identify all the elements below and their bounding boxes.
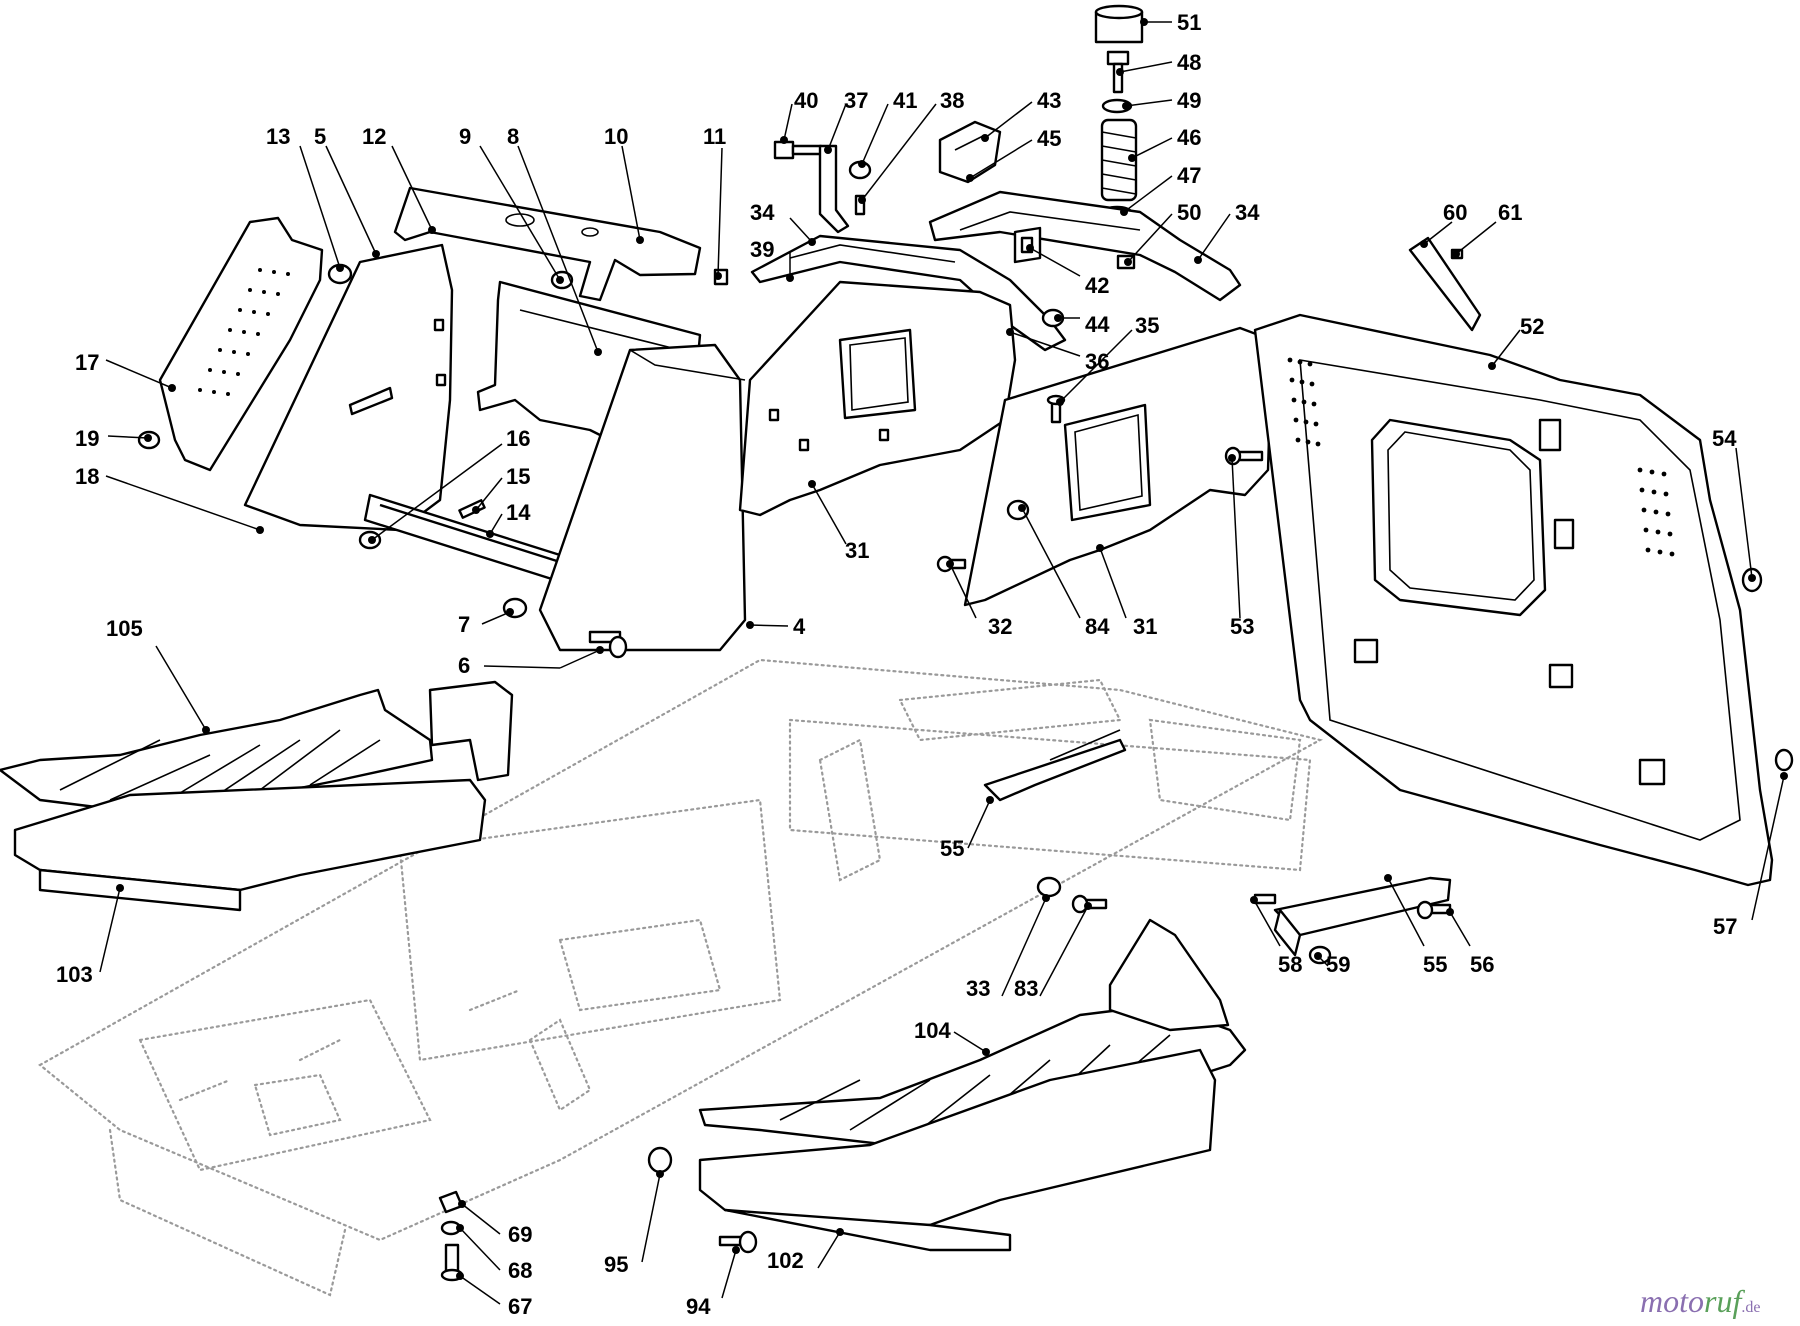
callout-103: 103: [56, 962, 93, 987]
callout-56: 56: [1470, 952, 1494, 977]
perforation-pattern: [198, 268, 290, 396]
callout-95: 95: [604, 1252, 628, 1277]
seat-support-group: [358, 186, 747, 659]
callout-102: 102: [767, 1248, 804, 1273]
callout-83: 83: [1014, 976, 1038, 1001]
watermark-suffix: .de: [1741, 1299, 1760, 1316]
callout-67: 67: [508, 1294, 532, 1319]
callout-51: 51: [1177, 10, 1201, 35]
callout-105: 105: [106, 616, 143, 641]
callout-46: 46: [1177, 125, 1201, 150]
vent-grille-right: [1637, 467, 1675, 557]
callout-53: 53: [1230, 614, 1254, 639]
watermark-part1: moto: [1640, 1283, 1704, 1319]
callout-6: 6: [458, 653, 470, 678]
callout-58: 58: [1278, 952, 1302, 977]
vent-grille-left: [1287, 357, 1321, 447]
callout-104: 104: [914, 1018, 951, 1043]
callout-17: 17: [75, 350, 99, 375]
callout-32: 32: [988, 614, 1012, 639]
left-side-panels: [137, 216, 454, 532]
callout-42: 42: [1085, 273, 1109, 298]
callout-94: 94: [686, 1294, 711, 1319]
callout-10: 10: [604, 124, 628, 149]
callout-57: 57: [1713, 914, 1737, 939]
callout-16: 16: [506, 426, 530, 451]
rear-panel-52: [1253, 236, 1794, 887]
callout-48: 48: [1177, 50, 1201, 75]
callout-84: 84: [1085, 614, 1110, 639]
callout-50: 50: [1177, 200, 1201, 225]
callout-55-upper: 55: [940, 836, 964, 861]
left-footboard: [0, 680, 514, 912]
callout-5: 5: [314, 124, 326, 149]
callout-33: 33: [966, 976, 990, 1001]
callout-14: 14: [506, 500, 531, 525]
callout-12: 12: [362, 124, 386, 149]
callout-39: 39: [750, 237, 774, 262]
svg-text:motoruf.de: motoruf.de: [1640, 1283, 1760, 1319]
watermark-part2: ruf: [1704, 1283, 1745, 1319]
callout-4: 4: [793, 614, 806, 639]
callout-54: 54: [1712, 426, 1737, 451]
callout-55-lower: 55: [1423, 952, 1447, 977]
callout-7: 7: [458, 612, 470, 637]
callout-18: 18: [75, 464, 99, 489]
callout-59: 59: [1326, 952, 1350, 977]
middle-panel-31: [738, 280, 1017, 517]
callout-37: 37: [844, 88, 868, 113]
callout-38: 38: [940, 88, 964, 113]
callout-9: 9: [459, 124, 471, 149]
site-watermark: motoruf.de: [1640, 1283, 1760, 1319]
tractor-frame-outline: [38, 658, 1323, 1297]
callout-41: 41: [893, 88, 917, 113]
callout-labels: 51 48 49 46 47 50 34 43 45 40 37 41 38 3…: [56, 10, 1737, 1319]
callout-52: 52: [1520, 314, 1544, 339]
leader-lines: [99, 18, 1788, 1305]
callout-35: 35: [1135, 313, 1159, 338]
callout-34-left: 34: [750, 200, 775, 225]
callout-19: 19: [75, 426, 99, 451]
callout-61: 61: [1498, 200, 1522, 225]
callout-68: 68: [508, 1258, 532, 1283]
callout-8: 8: [507, 124, 519, 149]
right-footboard: [438, 918, 1247, 1282]
callout-49: 49: [1177, 88, 1201, 113]
callout-13: 13: [266, 124, 290, 149]
callout-31-middle: 31: [845, 538, 869, 563]
callout-34-right: 34: [1235, 200, 1260, 225]
callout-11: 11: [703, 124, 726, 149]
callout-40: 40: [794, 88, 818, 113]
callout-45: 45: [1037, 126, 1061, 151]
callout-69: 69: [508, 1222, 532, 1247]
callout-60: 60: [1443, 200, 1467, 225]
engine-mount-group: [928, 4, 1242, 302]
callout-15: 15: [506, 464, 530, 489]
callout-36: 36: [1085, 349, 1109, 374]
callout-31-right: 31: [1133, 614, 1157, 639]
spring: [1100, 118, 1138, 202]
callout-44: 44: [1085, 312, 1110, 337]
right-panel-31: [936, 326, 1274, 607]
callout-47: 47: [1177, 163, 1201, 188]
callout-43: 43: [1037, 88, 1061, 113]
